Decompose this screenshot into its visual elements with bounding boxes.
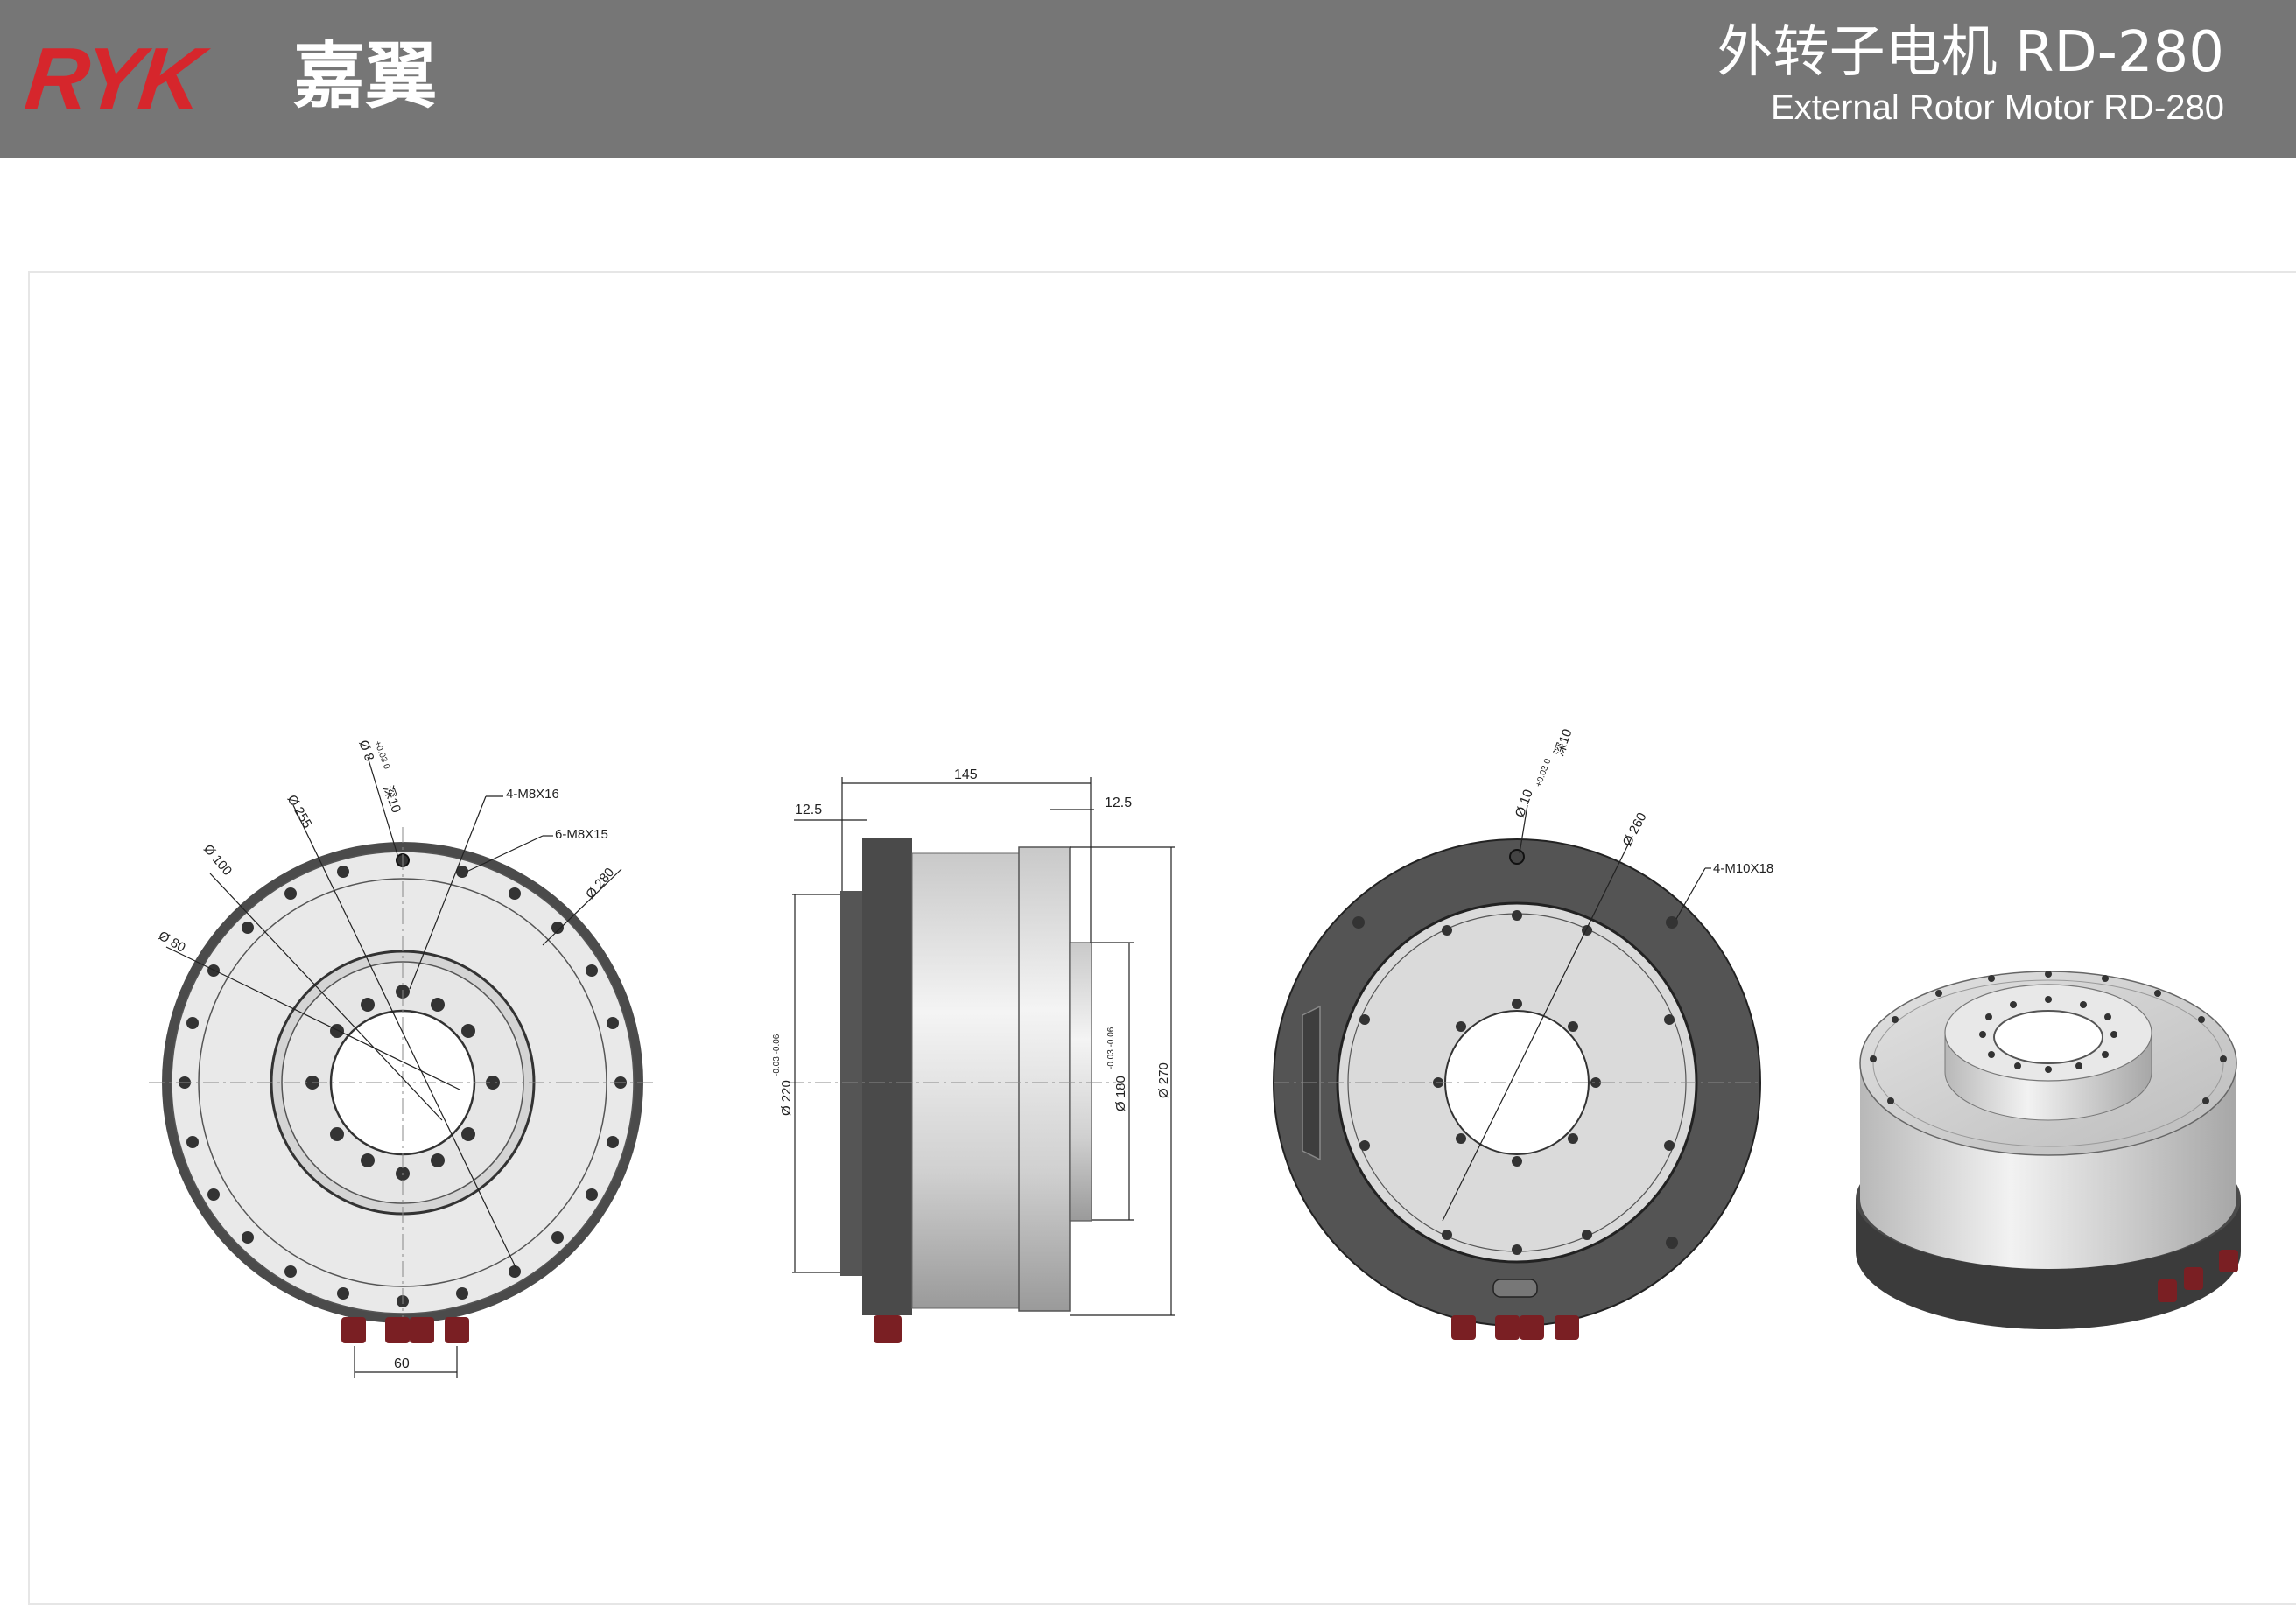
side-d180-label: Ø 180 <box>1113 1076 1128 1111</box>
back-face-holes <box>1359 910 1675 1255</box>
back-hole-depth-label: 深10 <box>1552 727 1576 759</box>
front-d255-label: Ø 255 <box>284 793 315 831</box>
isometric-view <box>1856 971 2241 1330</box>
front-connectors <box>341 1317 469 1343</box>
side-dim-145-label: 145 <box>954 767 978 782</box>
side-d220-label: Ø 220 <box>779 1080 794 1116</box>
front-dim-60 <box>354 1346 458 1378</box>
brand-logo-cn: 嘉翼 <box>293 35 438 118</box>
side-view: 145 12.5 12.5 Ø 220 -0.03 -0.06 Ø 180 -0… <box>772 767 1175 1343</box>
back-hole-dia-label: Ø 10 <box>1513 788 1536 819</box>
page-header: RYK 嘉翼 外转子电机 RD-280 External Rotor Motor… <box>0 0 2296 158</box>
side-d220-tol-label: -0.03 -0.06 <box>772 1034 782 1076</box>
side-d270-label: Ø 270 <box>1156 1062 1171 1098</box>
front-d100-label: Ø 100 <box>200 842 235 879</box>
product-title-cn: 外转子电机 RD-280 <box>1717 20 2224 85</box>
back-m10x18-label: 4-M10X18 <box>1713 861 1773 876</box>
back-leader-lines <box>1442 804 1711 1222</box>
front-m8x15-label: 6-M8X15 <box>555 827 608 842</box>
front-leader-lines <box>165 756 622 1270</box>
side-dim-12-5-right-label: 12.5 <box>1105 795 1132 810</box>
iso-outer-holes <box>1870 971 2227 1104</box>
front-d80-label: Ø 80 <box>156 929 188 956</box>
front-dim-60-label: 60 <box>394 1356 410 1371</box>
back-hole-tol-label: +0.03 0 <box>1534 757 1553 788</box>
iso-connectors <box>2158 1250 2238 1302</box>
back-d260-label: Ø 260 <box>1620 810 1650 849</box>
front-view: 60 Ø 8 +0.03 0 深10 Ø 255 Ø 100 Ø 80 4-M8… <box>149 739 657 1378</box>
back-mount-holes <box>1352 849 1678 1249</box>
back-inner-holes <box>1433 999 1601 1167</box>
front-inner-holes <box>305 985 500 1181</box>
side-dim-12-5-left-label: 12.5 <box>795 802 822 817</box>
side-d180-tol-label: -0.03 -0.06 <box>1106 1027 1116 1069</box>
iso-inner-holes <box>1979 996 2117 1073</box>
back-connectors <box>1451 1315 1579 1340</box>
side-dimensions <box>792 777 1175 1316</box>
product-title-en: External Rotor Motor RD-280 <box>1771 88 2224 127</box>
front-m8x16-label: 4-M8X16 <box>506 787 559 802</box>
front-outer-holes <box>179 854 627 1307</box>
back-view: Ø 10 +0.03 0 深10 Ø 260 4-M10X18 <box>1273 727 1773 1340</box>
front-d280-label: Ø 280 <box>583 865 617 901</box>
